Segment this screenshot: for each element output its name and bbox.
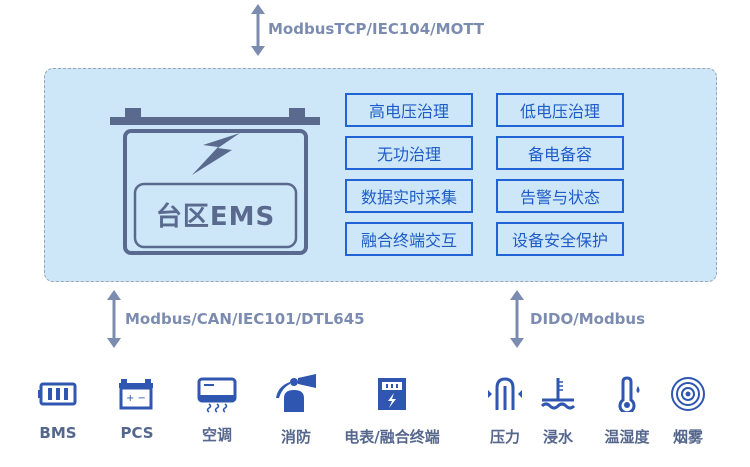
meter-icon <box>378 378 406 410</box>
feature-reactive-power: 无功治理 <box>345 136 473 170</box>
device-label: 空调 <box>201 426 232 444</box>
device-label: 浸水 <box>542 428 573 446</box>
device-label: 烟雾 <box>672 428 703 446</box>
device-label: 压力 <box>489 428 520 446</box>
device-smoke: 烟雾 <box>648 376 728 447</box>
device-label: 消防 <box>280 428 311 446</box>
device-air-conditioner: 空调 <box>177 376 257 445</box>
feature-backup-power: 备电备容 <box>496 136 624 170</box>
feature-terminal-interaction: 融合终端交互 <box>345 222 473 256</box>
device-label: BMS <box>39 424 77 442</box>
left-protocol-label: Modbus/CAN/IEC101/DTL645 <box>125 310 365 328</box>
feature-alarm-status: 告警与状态 <box>496 179 624 213</box>
feature-data-collection: 数据实时采集 <box>345 179 473 213</box>
smoke-detector-icon <box>671 377 705 411</box>
device-label: PCS <box>120 424 154 442</box>
pcs-icon: + − <box>119 379 153 410</box>
device-temperature-humidity: 温湿度 <box>587 376 667 447</box>
thermometer-icon <box>618 376 640 412</box>
device-meter: 电表/融合终端 <box>342 376 442 447</box>
battery-icon <box>110 108 320 255</box>
fire-extinguisher-icon <box>276 374 316 412</box>
device-bms: BMS <box>18 376 98 442</box>
ems-title: 台区EMS <box>155 202 276 232</box>
feature-equipment-safety: 设备安全保护 <box>496 222 624 256</box>
device-label: 电表/融合终端 <box>344 428 440 446</box>
feature-high-voltage: 高电压治理 <box>345 93 473 127</box>
device-pressure: 压力 <box>465 376 545 447</box>
feature-low-voltage: 低电压治理 <box>496 93 624 127</box>
device-water-leak: 浸水 <box>518 376 598 447</box>
device-fire: 消防 <box>256 374 336 447</box>
pressure-icon <box>488 377 522 410</box>
svg-text:+ −: + − <box>126 393 146 404</box>
right-protocol-label: DIDO/Modbus <box>530 310 646 328</box>
water-immersion-icon <box>540 378 576 410</box>
device-label: 温湿度 <box>604 428 650 446</box>
bms-battery-icon <box>38 382 77 406</box>
top-protocol-label: ModbusTCP/IEC104/MOTT <box>268 20 485 38</box>
air-conditioner-icon <box>197 377 237 413</box>
device-pcs: + − PCS <box>97 376 177 442</box>
